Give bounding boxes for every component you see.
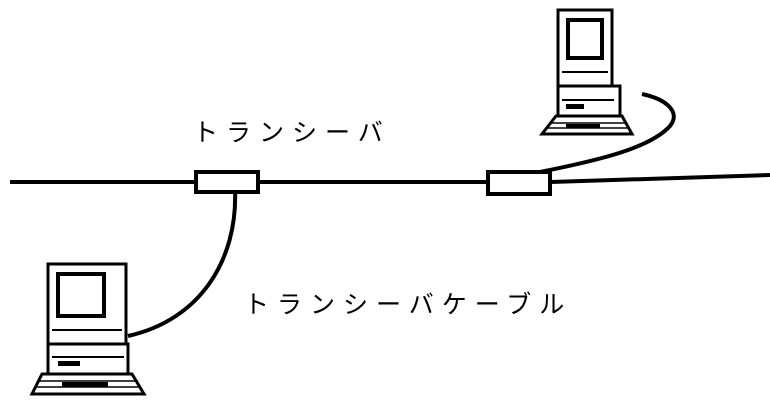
backbone-cable xyxy=(10,173,770,184)
transceiver-icon xyxy=(194,170,260,194)
computer-icon xyxy=(29,262,147,396)
transceiver-cable-label: トランシーバケーブル xyxy=(244,290,573,319)
transceiver-cable-right xyxy=(539,92,676,174)
transceiver-cable-left xyxy=(127,188,238,338)
transceiver-label: トランシーバ xyxy=(193,118,391,147)
transceiver-icon xyxy=(486,170,552,196)
computer-icon xyxy=(538,8,635,136)
